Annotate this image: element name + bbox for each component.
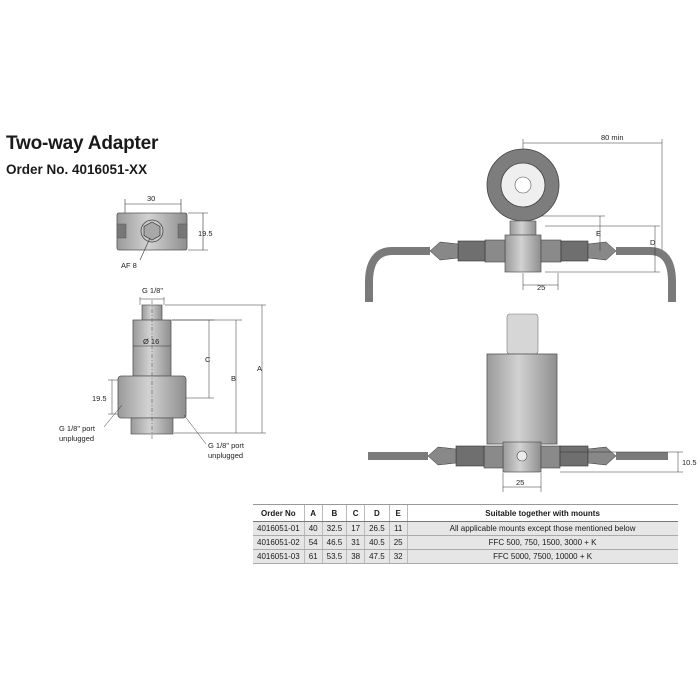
port-right-line1: G 1/8" port <box>208 441 245 450</box>
port-right-line2: unplugged <box>208 451 243 460</box>
page-title: Two-way Adapter <box>6 133 159 154</box>
order-table: Order No A B C D E Suitable together wit… <box>253 504 678 564</box>
table-cell: 32 <box>388 549 408 564</box>
af-label: AF 8 <box>121 261 137 270</box>
min-length-label: 80 min <box>601 133 624 142</box>
dim-c-label: C <box>205 355 211 364</box>
port-left-line2: unplugged <box>59 434 94 443</box>
table-header-row: Order No A B C D E Suitable together wit… <box>253 504 678 522</box>
dim-d-label: D <box>650 238 656 247</box>
top-width-dim: 30 <box>147 194 155 203</box>
table-row: 4016051-03 61 53.5 38 47.5 32 FFC 5000, … <box>253 549 678 564</box>
table-cell: 4016051-03 <box>253 549 305 564</box>
table-cell: 40 <box>303 521 323 536</box>
table-cell: 46.5 <box>321 535 347 550</box>
table-cell: 26.5 <box>364 521 390 536</box>
column-header: Order No <box>253 504 305 522</box>
table-cell: 4016051-01 <box>253 521 305 536</box>
table-cell: 31 <box>346 535 365 550</box>
table-cell: FFC 500, 750, 1500, 3000 + K <box>406 535 678 550</box>
table-cell: All applicable mounts except those menti… <box>406 521 678 536</box>
table-row: 4016051-02 54 46.5 31 40.5 25 FFC 500, 7… <box>253 535 678 550</box>
table-cell: 40.5 <box>364 535 390 550</box>
top-assembly-view: 80 min E D 25 <box>365 133 676 302</box>
table-cell: 25 <box>388 535 408 550</box>
column-header: C <box>346 504 365 522</box>
table-cell: FFC 5000, 7500, 10000 + K <box>406 549 678 564</box>
side-view: G 1/8" Ø 16 19.5 C B A G 1/8" port unplu… <box>59 286 266 460</box>
table-cell: 17 <box>346 521 365 536</box>
column-header: B <box>321 504 347 522</box>
top-height-dim: 19.5 <box>198 229 213 238</box>
top-view: 30 19.5 AF 8 <box>116 194 213 270</box>
dim-a-label: A <box>257 364 262 373</box>
table-cell: 32.5 <box>321 521 347 536</box>
table-cell: 11 <box>388 521 408 536</box>
column-header: D <box>364 504 390 522</box>
dim-b-label: B <box>231 374 236 383</box>
table-cell: 4016051-02 <box>253 535 305 550</box>
order-number: Order No. 4016051-XX <box>6 162 148 177</box>
column-header: A <box>303 504 323 522</box>
thread-label: G 1/8" <box>142 286 163 295</box>
table-row: 4016051-01 40 32.5 17 26.5 11 All applic… <box>253 521 678 536</box>
table-cell: 53.5 <box>321 549 347 564</box>
side-height-dim: 19.5 <box>92 394 107 403</box>
dim-e-label: E <box>596 229 601 238</box>
bottom-width-25: 25 <box>516 478 524 487</box>
bottom-height-dim: 10.5 <box>682 458 697 467</box>
top-width-25: 25 <box>537 283 545 292</box>
table-cell: 47.5 <box>364 549 390 564</box>
table-cell: 38 <box>346 549 365 564</box>
column-header: Suitable together with mounts <box>406 504 678 522</box>
diameter-label: Ø 16 <box>143 337 159 346</box>
table-cell: 61 <box>303 549 323 564</box>
table-cell: 54 <box>303 535 323 550</box>
side-assembly-view: 10.5 25 <box>368 313 697 492</box>
column-header: E <box>388 504 408 522</box>
port-left-line1: G 1/8" port <box>59 424 96 433</box>
